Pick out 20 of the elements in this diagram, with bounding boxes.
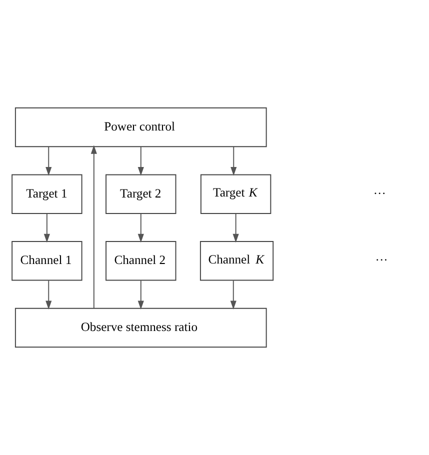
node-box: Channel 2 [106,241,176,281]
arrow [90,145,97,309]
arrow [138,146,144,176]
node-box: Channel K [200,241,274,281]
label: ··· [373,186,386,200]
node-box: Observe stemness ratio [14,308,267,348]
arrow [138,280,144,310]
arrow [232,213,239,243]
node-box: Target 2 [106,174,176,214]
arrow [230,146,237,176]
arrow [230,280,236,310]
arrow [46,280,52,310]
node-box: Target K [200,174,272,214]
arrow [138,213,144,243]
node-box: Channel 1 [12,241,82,281]
node-box: Target 1 [12,174,82,214]
arrow [44,213,50,243]
label: ··· [375,253,388,268]
arrow [46,146,52,176]
node-box: Power control [14,107,267,148]
